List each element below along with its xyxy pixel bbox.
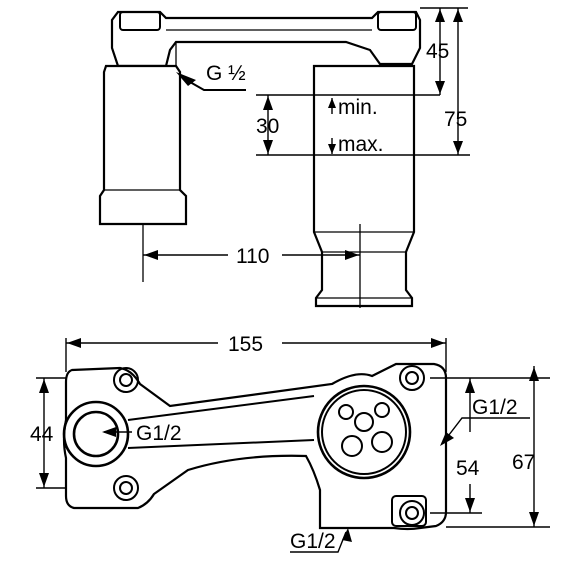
g12-right-leader bbox=[441, 417, 530, 445]
valve-port-right bbox=[371, 431, 393, 453]
dim-155-arrow-right bbox=[431, 338, 445, 348]
dim-45-arrow-top bbox=[435, 9, 445, 22]
dim-67-arrow-top bbox=[529, 367, 539, 381]
g-half-label: G ½ bbox=[206, 62, 246, 85]
dim-44-label: 44 bbox=[30, 423, 54, 446]
dim-110-label: 110 bbox=[236, 245, 269, 268]
g12-bottom-label: G1/2 bbox=[290, 530, 336, 553]
left-cap bbox=[119, 11, 161, 31]
valve-port-center bbox=[354, 412, 374, 432]
dim-110-arrow-left bbox=[144, 250, 158, 260]
dim-75-arrow-top bbox=[453, 9, 463, 22]
dim-155-label: 155 bbox=[228, 333, 263, 356]
valve-body-inner bbox=[321, 389, 407, 475]
front-view: 155 44 G1/2 54 67 G1/2 G1/2 bbox=[30, 333, 550, 553]
min-arrow bbox=[328, 98, 336, 108]
dim-67-arrow-bottom bbox=[529, 512, 539, 526]
g12-left-label: G1/2 bbox=[136, 422, 182, 445]
mount-hole-top-right bbox=[399, 365, 425, 391]
max-arrow bbox=[328, 144, 336, 154]
right-cap bbox=[377, 11, 417, 31]
left-body bbox=[98, 64, 188, 226]
valve-port-left bbox=[341, 435, 363, 457]
mount-hole-bottom-left bbox=[113, 475, 139, 501]
dim-54-arrow-bottom bbox=[465, 498, 475, 512]
g12-left-arrow bbox=[102, 427, 116, 437]
valve-pin-1 bbox=[338, 404, 354, 420]
mount-hole-top-left-inner bbox=[119, 373, 133, 387]
max-label: max. bbox=[338, 133, 384, 156]
mount-hole-bottom-right-inner bbox=[405, 506, 419, 520]
min-label: min. bbox=[338, 96, 378, 119]
left-port-outer bbox=[62, 400, 130, 468]
g12-right-arrow bbox=[440, 432, 454, 446]
spout-arm bbox=[110, 10, 422, 68]
dim-30-arrow-top bbox=[263, 96, 273, 110]
g-half-leader bbox=[189, 81, 246, 91]
mount-hole-top-left bbox=[113, 367, 139, 393]
dim-45-label: 45 bbox=[426, 40, 449, 63]
dim-54-arrow-top bbox=[465, 379, 475, 393]
lower-boss bbox=[391, 495, 427, 527]
dim-30-label: 30 bbox=[256, 115, 279, 138]
dim-30-arrow-bottom bbox=[263, 140, 273, 154]
g12-bottom-arrow bbox=[342, 528, 352, 542]
dim-75-arrow-bottom bbox=[453, 141, 463, 154]
dim-44-arrow-top bbox=[39, 379, 49, 393]
dim-110-arrow-right bbox=[345, 250, 359, 260]
dim-45-arrow-bottom bbox=[435, 81, 445, 94]
web-edge-bottom bbox=[127, 439, 315, 449]
dim-67-label: 67 bbox=[512, 451, 535, 474]
web-edge-top bbox=[127, 395, 315, 421]
dim-155-arrow-left bbox=[67, 338, 81, 348]
left-port-inner bbox=[72, 410, 120, 458]
base-plate bbox=[62, 362, 448, 531]
g12-right-label: G1/2 bbox=[472, 396, 518, 419]
dim-75-label: 75 bbox=[444, 108, 467, 131]
dim-44-arrow-bottom bbox=[39, 473, 49, 487]
valve-body-outer bbox=[316, 384, 412, 480]
side-view: G ½ 30 min. max. 45 75 110 bbox=[98, 7, 470, 308]
mount-hole-bottom-left-inner bbox=[119, 481, 133, 495]
valve-pin-2 bbox=[374, 402, 390, 418]
mount-hole-top-right-inner bbox=[405, 371, 419, 385]
dim-54-label: 54 bbox=[456, 457, 480, 480]
